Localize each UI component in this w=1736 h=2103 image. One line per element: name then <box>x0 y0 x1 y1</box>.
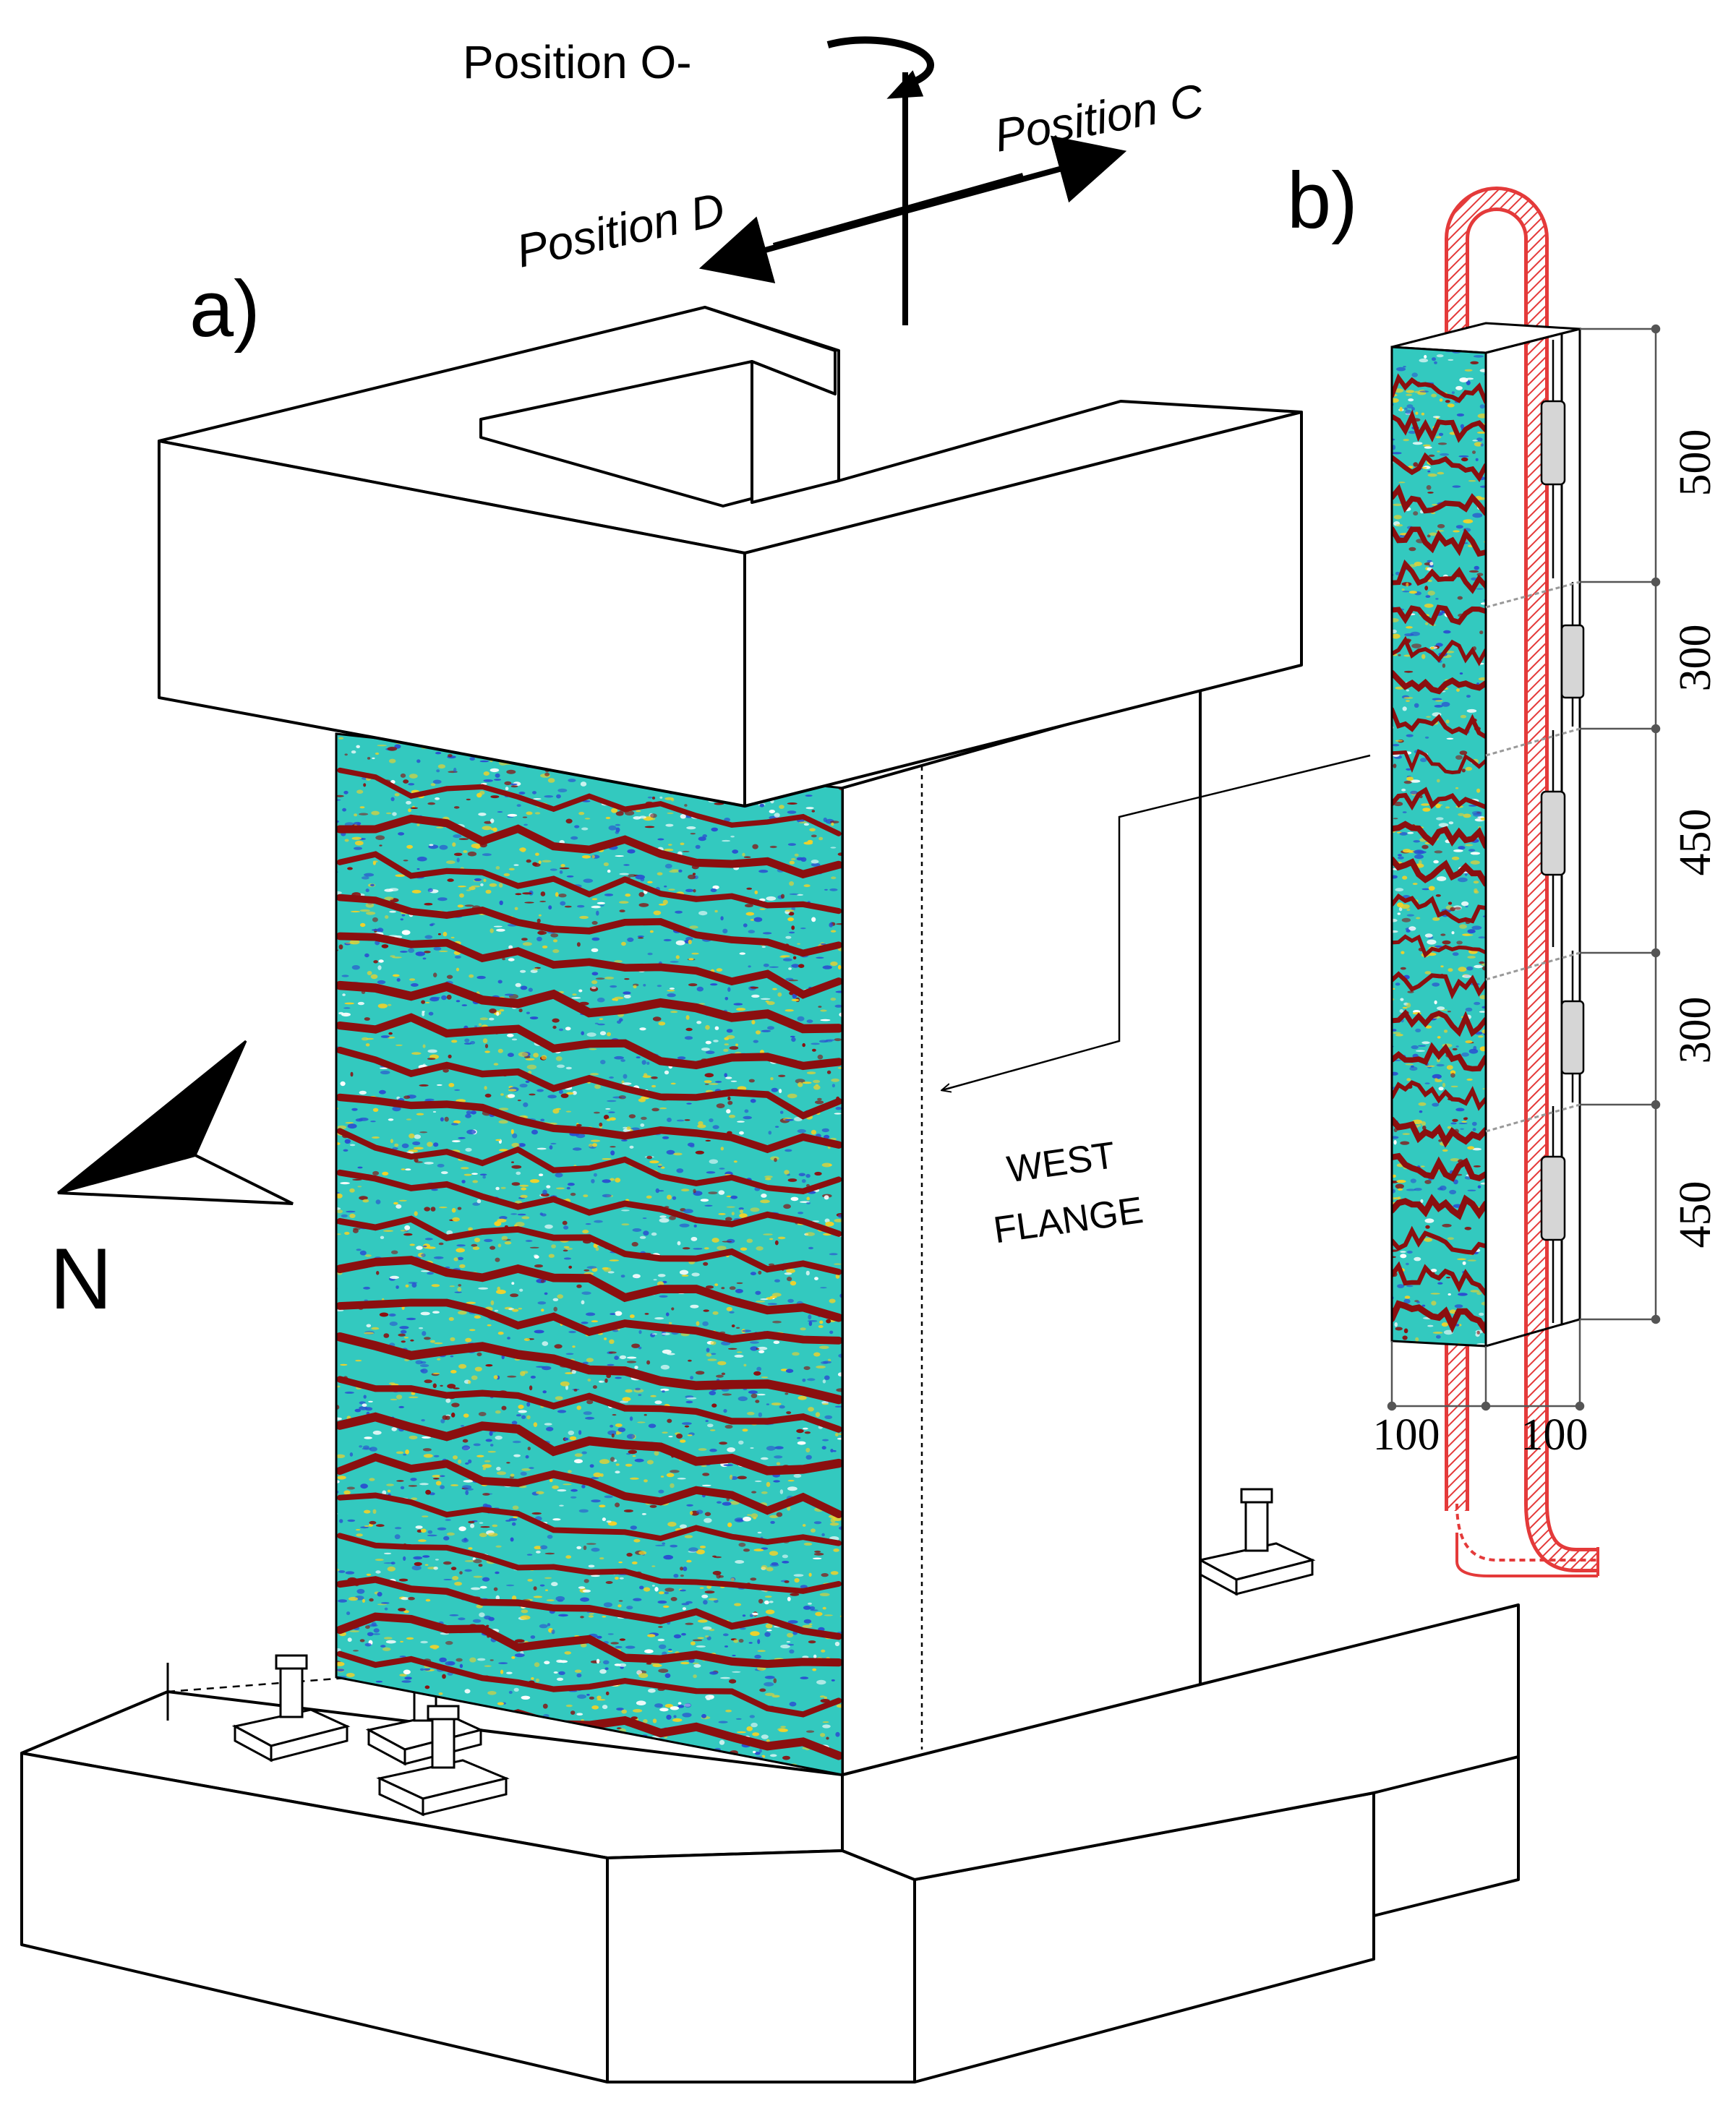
vertical-dimension-lines <box>1580 324 1661 1324</box>
dimension-label: 100 <box>1521 1410 1589 1460</box>
rotation-arrow-icon <box>826 36 934 99</box>
arrow-to-position-d <box>698 208 907 283</box>
reinforcement-detail: 500 300 450 300 450 100 100 <box>1373 187 1720 1577</box>
strain-field-front-face <box>336 734 842 1775</box>
lvdt-gauge <box>1540 790 1566 876</box>
foundation-block <box>20 1603 1520 2083</box>
dimension-label: 450 <box>1671 1181 1720 1248</box>
foundation-front-mid <box>606 1849 916 2083</box>
anchor-bolt <box>231 1654 351 1763</box>
dimension-label: 500 <box>1671 429 1720 497</box>
position-c-label: Position C <box>991 74 1208 162</box>
position-d-label: Position D <box>512 183 729 278</box>
lvdt-gauges <box>1540 400 1585 1241</box>
dimension-label: 300 <box>1671 625 1720 692</box>
lvdt-gauge <box>1560 1000 1585 1075</box>
foundation-side-right <box>1372 1755 1520 1917</box>
dimension-label: 450 <box>1671 809 1720 876</box>
position-o-minus-label: Position O- <box>463 36 692 88</box>
lvdt-gauge <box>1540 1155 1566 1241</box>
segment-lines <box>1485 581 1581 1133</box>
strip-strain-field <box>1392 347 1486 1346</box>
horizontal-dimension-lines <box>1387 1319 1585 1411</box>
beam-notch <box>704 306 840 504</box>
strip-crack-pattern <box>1392 373 1486 1335</box>
dimension-label: 100 <box>1373 1410 1440 1460</box>
north-arrow-icon <box>57 1040 294 1205</box>
beam-side-face <box>743 411 1303 808</box>
north-label: N <box>50 1230 113 1327</box>
panel-label-b: b) <box>1287 156 1358 245</box>
loading-direction-diagram <box>698 36 1127 325</box>
arrow-to-position-c <box>904 135 1127 214</box>
lvdt-gauge <box>1560 624 1585 699</box>
lvdt-gauge <box>1540 400 1566 486</box>
loading-beam <box>158 306 1303 808</box>
panel-label-a: a) <box>189 265 260 354</box>
detail-leader-arrow <box>942 754 1371 1090</box>
anchor-bolt <box>376 1705 510 1817</box>
crack-pattern <box>336 767 842 1760</box>
dimension-label: 300 <box>1671 997 1720 1064</box>
anchor-bolt <box>1197 1488 1316 1596</box>
